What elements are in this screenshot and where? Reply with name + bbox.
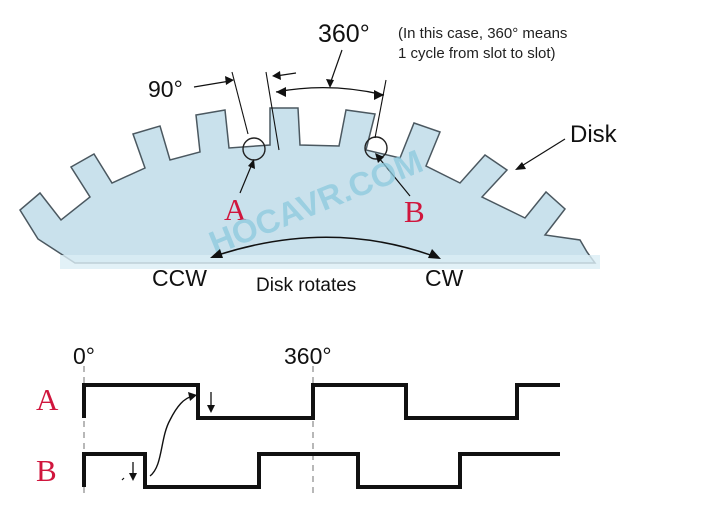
extension-line-b: [374, 79, 387, 139]
phase-relation-tick: [121, 477, 125, 481]
extension-line-a-inner: [265, 71, 280, 151]
small-offset-arrow-head: [272, 71, 281, 80]
cycle-arc-arrow-right: [374, 90, 384, 100]
phase-relation-arrow: [188, 392, 197, 401]
disk-base-glow: [60, 255, 600, 269]
channel-a-edge-arrow: [207, 405, 215, 413]
rotation-arrow-left: [210, 249, 223, 258]
channel-a-waveform: [82, 383, 560, 420]
channel-b-edge-arrow: [129, 473, 137, 481]
cycle-arc-arrow-left: [276, 87, 286, 97]
sensor-b-pointer: [378, 157, 411, 197]
top-angle-label: 360°: [318, 20, 370, 48]
top-angle-leader: [329, 49, 343, 85]
sensor-a-label: A: [224, 192, 247, 227]
waveform-cycle-label: 360°: [284, 343, 332, 369]
channel-b-waveform: [82, 452, 560, 489]
disk-label: Disk: [570, 121, 618, 148]
left-angle-label: 90°: [148, 76, 183, 102]
top-angle-leader-arrow: [326, 79, 334, 88]
extension-line-a-outer: [231, 71, 249, 135]
disk-leader: [519, 138, 566, 168]
left-angle-leader: [193, 80, 231, 88]
rotation-arrow-arc: [214, 236, 437, 258]
top-note-line2: 1 cycle from slot to slot): [398, 45, 556, 62]
phase-relation-curve: [149, 395, 194, 477]
cw-label: CW: [425, 265, 464, 291]
channel-a-label: A: [36, 382, 59, 417]
cycle-dimension-arc: [275, 87, 385, 96]
top-note-line1: (In this case, 360° means: [398, 25, 567, 42]
sensor-b-label: B: [404, 194, 425, 229]
sensor-a-pointer-arrow: [248, 159, 255, 169]
rotation-label: Disk rotates: [256, 275, 356, 296]
disk-leader-arrow: [515, 162, 526, 170]
sensor-b-pointer-arrow: [375, 153, 384, 163]
encoder-disk: [19, 107, 597, 264]
waveform-start-label: 0°: [73, 343, 95, 369]
left-angle-leader-arrow: [225, 76, 234, 85]
sensor-b-circle: [364, 136, 388, 160]
ccw-label: CCW: [152, 265, 207, 291]
rotation-arrow-right: [428, 249, 441, 259]
channel-b-label: B: [36, 453, 57, 488]
sensor-a-pointer: [239, 163, 253, 194]
